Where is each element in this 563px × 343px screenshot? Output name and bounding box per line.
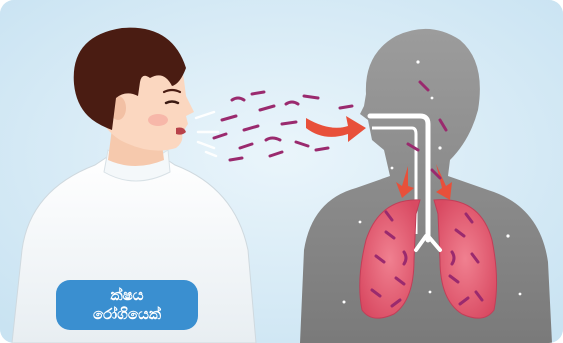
- patient-label-line2: රෝගියෙක්: [93, 305, 161, 324]
- patient-label-line1: ක්ෂය: [110, 286, 143, 305]
- patient-label-badge: ක්ෂය රෝගියෙක්: [56, 280, 198, 330]
- patient-cheek: [148, 114, 168, 126]
